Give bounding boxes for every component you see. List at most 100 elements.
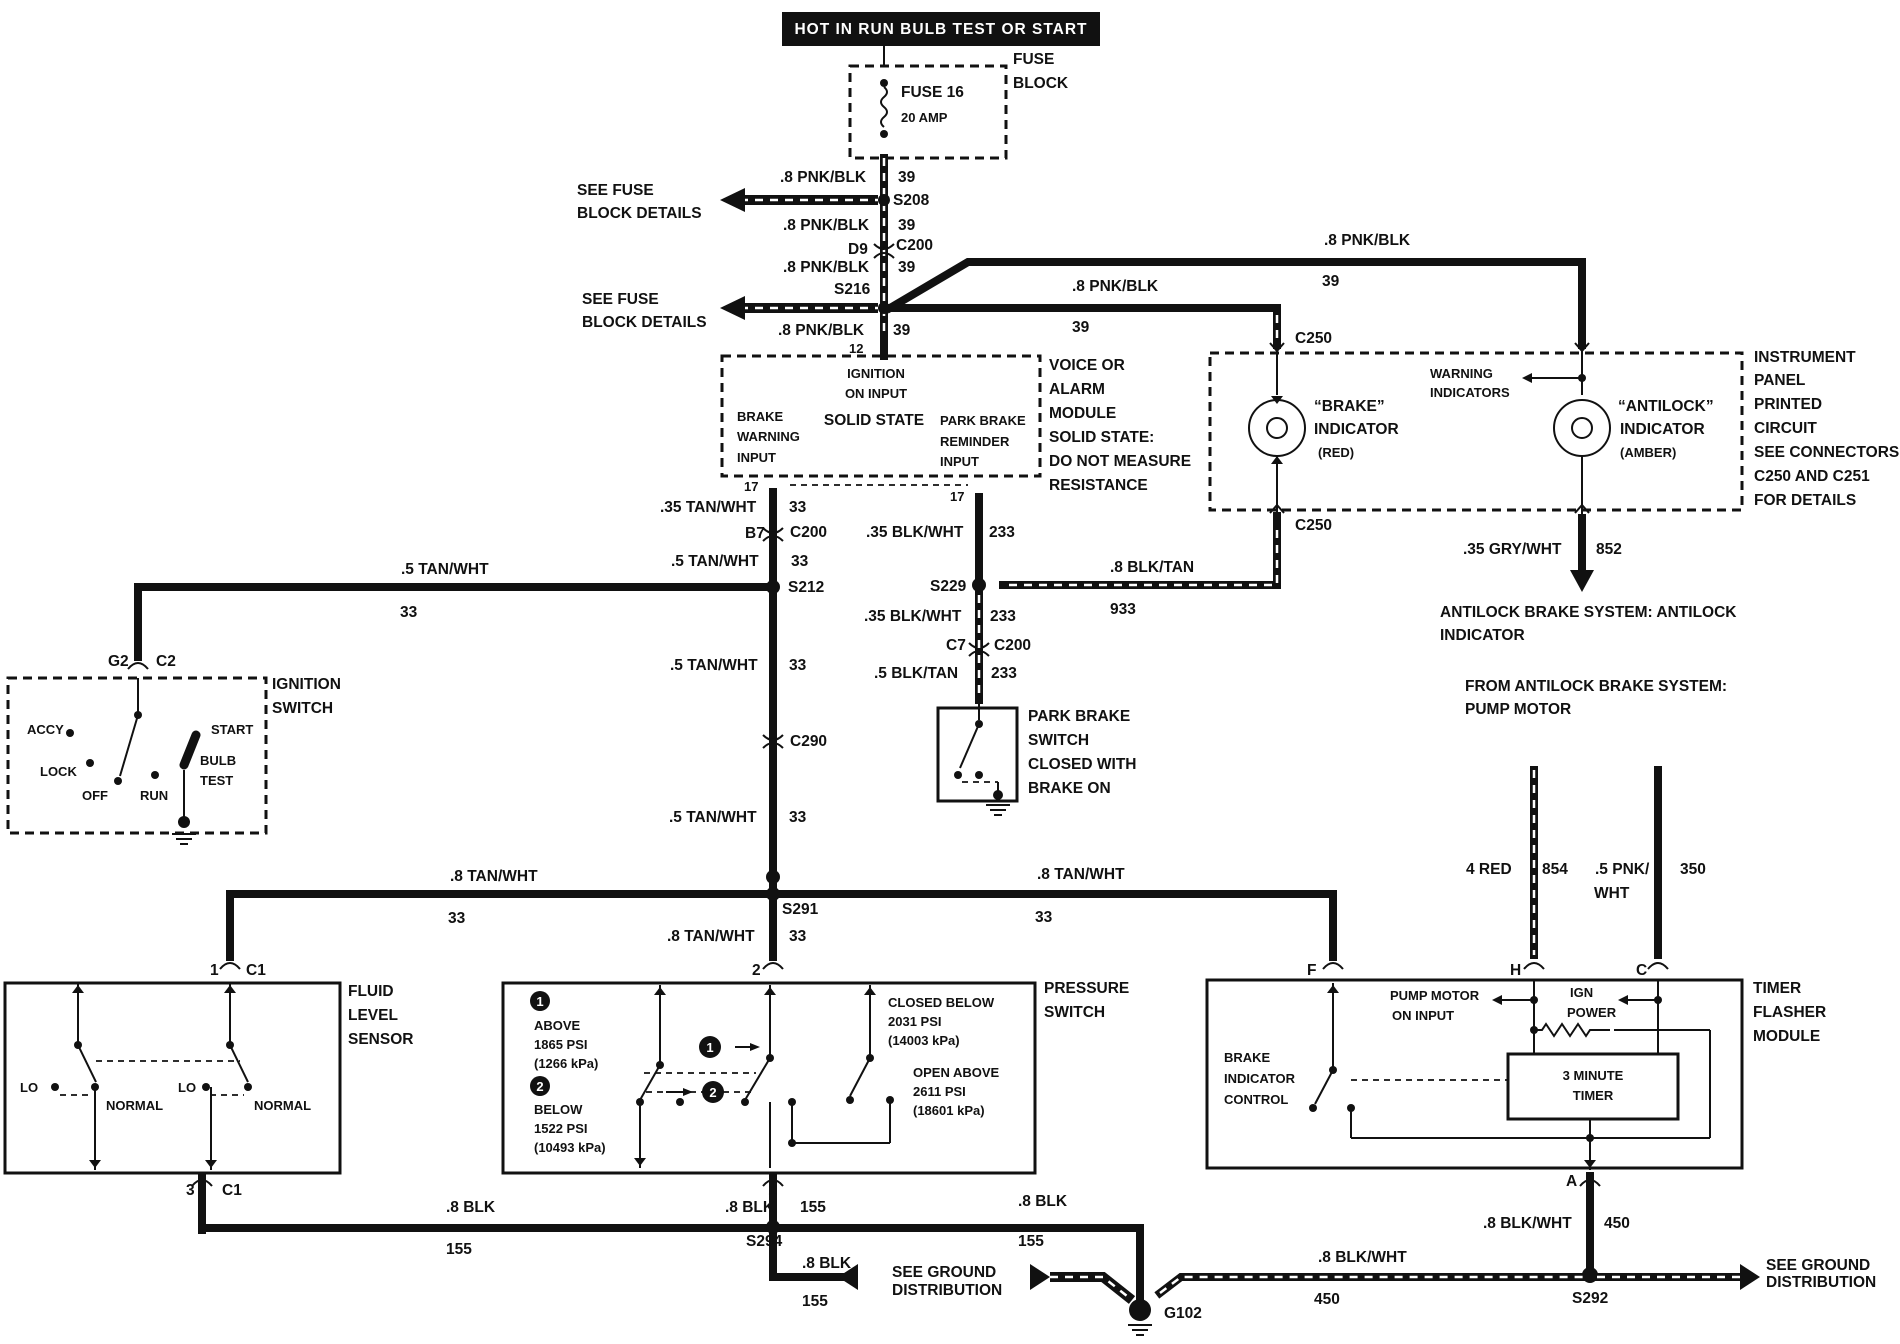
feed-circuit-1: 39: [898, 169, 916, 186]
panel-out-circuit: 852: [1596, 541, 1622, 558]
pc-wire-1: .35 BLK/WHT: [866, 524, 964, 541]
timer-label-3: MODULE: [1753, 1028, 1820, 1045]
pressure-switch: [501, 962, 1037, 1232]
splice-s216-label: S216: [834, 281, 871, 298]
module-label-4: SOLID STATE:: [1049, 429, 1154, 446]
gnd-mid-circuit: 155: [800, 1199, 826, 1216]
gnd-bw-wire: .8 BLK/WHT: [1318, 1249, 1407, 1266]
feed-wire-2: .8 PNK/BLK: [783, 217, 870, 234]
pin-3-fluid: 3: [186, 1182, 195, 1199]
pc-circuit-2: 233: [990, 608, 1016, 625]
park-switch-2: SWITCH: [1028, 732, 1089, 749]
splice-s208-label: S208: [893, 192, 930, 209]
connector-c290: C290: [790, 733, 827, 750]
fluid-label-2: LEVEL: [348, 1007, 398, 1024]
panel-label-2: PANEL: [1754, 372, 1805, 389]
abs-ind-1: “ANTILOCK”: [1618, 398, 1714, 415]
pin-2-pressure: 2: [752, 962, 761, 979]
bc-wire-2: .5 TAN/WHT: [671, 553, 759, 570]
connector-c200-feed: C200: [896, 237, 933, 254]
timer-2: TIMER: [1573, 1088, 1614, 1103]
top-branch-circuit: 39: [1322, 273, 1340, 290]
module-pb-3: INPUT: [940, 454, 979, 469]
panel-label-5: SEE CONNECTORS: [1754, 444, 1899, 461]
panel-out-wire: .35 GRY/WHT: [1463, 541, 1562, 558]
panel-label-7: FOR DETAILS: [1754, 492, 1856, 509]
ign-off: OFF: [82, 788, 108, 803]
pin-17a: 17: [744, 479, 758, 494]
feed-circuit-39: [720, 154, 1586, 360]
panel-label-6: C250 AND C251: [1754, 468, 1870, 485]
fluid-normal-1: NORMAL: [106, 1098, 163, 1113]
gnd-short-circuit: 155: [802, 1293, 828, 1310]
abs-ind-2: INDICATOR: [1620, 421, 1705, 438]
ign-test: TEST: [200, 773, 233, 788]
note-1-badge: 1: [536, 994, 543, 1009]
pin-12: 12: [849, 341, 863, 356]
pressure-label-2: SWITCH: [1044, 1004, 1105, 1021]
gnd-right-wire: .8 BLK: [1018, 1193, 1068, 1210]
bc-circuit-4: 33: [789, 809, 807, 826]
park-switch-4: BRAKE ON: [1028, 780, 1111, 797]
down-branch-circuit: 33: [789, 928, 807, 945]
module-pb-2: REMINDER: [940, 434, 1010, 449]
red-wire: 4 RED: [1466, 861, 1512, 878]
pin-g2: G2: [108, 653, 129, 670]
fluid-normal-2: NORMAL: [254, 1098, 311, 1113]
abs-ind-3: (AMBER): [1620, 445, 1676, 460]
fuse-block: FUSE 16 20 AMP FUSE BLOCK: [848, 51, 1069, 160]
module-label-6: RESISTANCE: [1049, 477, 1148, 494]
gnd-left-wire: .8 BLK: [446, 1199, 496, 1216]
mid-branch-circuit: 39: [1072, 319, 1090, 336]
feed-circuit-4: 39: [893, 322, 911, 339]
module-solid-state: SOLID STATE: [824, 412, 924, 429]
splice-s294: [766, 1220, 780, 1234]
brake-ind-3: (RED): [1318, 445, 1354, 460]
ground-g102: [1129, 1299, 1151, 1321]
arrow-see-fuse-2: [720, 296, 745, 320]
pin-b7: B7: [745, 525, 765, 542]
park-brake-switch-box: [936, 706, 1019, 803]
p-above: ABOVE: [534, 1018, 581, 1033]
bic-1: BRAKE: [1224, 1050, 1271, 1065]
power-source-header: HOT IN RUN BULB TEST OR START: [782, 12, 1100, 66]
timer-out-wire: .8 BLK/WHT: [1483, 1215, 1572, 1232]
pin-1-fluid: 1: [210, 962, 219, 979]
fuse-block-label-2: BLOCK: [1013, 75, 1069, 92]
park-circuit-233: [936, 493, 1019, 816]
module-label-2: ALARM: [1049, 381, 1105, 398]
pump-motor-1: PUMP MOTOR: [1390, 988, 1480, 1003]
ign-start: START: [211, 722, 253, 737]
ign-accy: ACCY: [27, 722, 64, 737]
right-branch-circuit: 33: [1035, 909, 1053, 926]
see-ground-1: SEE GROUND: [892, 1264, 996, 1281]
see-fuse-1b: BLOCK DETAILS: [577, 205, 702, 222]
top-branch-wire: .8 PNK/BLK: [1324, 232, 1411, 249]
gnd-mid-wire: .8 BLK: [725, 1199, 775, 1216]
ign-branch-circuit: 33: [400, 604, 418, 621]
pnk-circuit: 350: [1680, 861, 1706, 878]
fuse-symbol: [880, 86, 888, 128]
pin-1-pressure: 1: [768, 1182, 777, 1199]
fuse-rating: 20 AMP: [901, 110, 948, 125]
module-bw-2: WARNING: [737, 429, 800, 444]
bc-wire-1: .35 TAN/WHT: [660, 499, 757, 516]
pc-circuit-1: 233: [989, 524, 1015, 541]
ign-switch-label-2: SWITCH: [272, 700, 333, 717]
pump-source-2: PUMP MOTOR: [1465, 701, 1571, 718]
park-switch-3: CLOSED WITH: [1028, 756, 1137, 773]
bc-wire-3: .5 TAN/WHT: [670, 657, 758, 674]
connector-c200-bc: C200: [790, 524, 827, 541]
right-branch-wire: .8 TAN/WHT: [1037, 866, 1125, 883]
panel-label-4: CIRCUIT: [1754, 420, 1817, 437]
module-bw-1: BRAKE: [737, 409, 784, 424]
connector-c2: C2: [156, 653, 176, 670]
feed-wire-4: .8 PNK/BLK: [778, 322, 865, 339]
warning-ind-1: WARNING: [1430, 366, 1493, 381]
feed-circuit-3: 39: [898, 259, 916, 276]
p-1266: (1266 kPa): [534, 1056, 598, 1071]
gnd-right-circuit: 155: [1018, 1233, 1044, 1250]
park-switch-1: PARK BRAKE: [1028, 708, 1130, 725]
ign-power-2: POWER: [1567, 1005, 1617, 1020]
gnd-bw-circuit: 450: [1314, 1291, 1340, 1308]
